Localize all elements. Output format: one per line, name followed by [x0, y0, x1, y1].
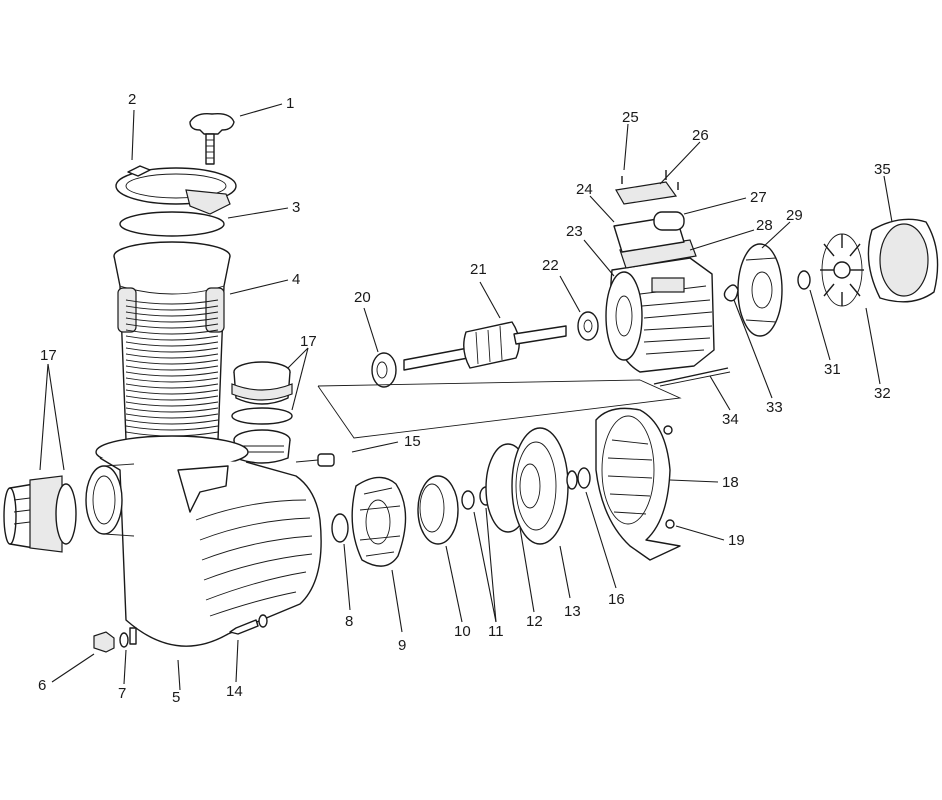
part-27-capacitor [653, 211, 685, 231]
callout-23: 23 [566, 223, 583, 240]
part-10-impeller [417, 475, 459, 545]
part-33-spring-washer [723, 284, 739, 302]
callout-8: 8 [345, 613, 353, 630]
part-32-fan [820, 233, 864, 307]
part-16-seals [566, 467, 591, 490]
callout-17-left: 17 [40, 347, 57, 364]
part-29-end-cover [737, 243, 783, 337]
callout-22: 22 [542, 257, 559, 274]
part-19-nut [663, 425, 675, 529]
basket-thread-ring [125, 329, 219, 335]
callout-34: 34 [722, 411, 739, 428]
basket-thread-ring [125, 401, 219, 407]
basket-thread-ring [125, 305, 219, 311]
callout-4: 4 [292, 271, 300, 288]
callout-14: 14 [226, 683, 243, 700]
callout-18: 18 [722, 474, 739, 491]
part-14-bolt [229, 614, 268, 635]
callout-25: 25 [622, 109, 639, 126]
part-17-union-left [3, 475, 77, 553]
callout-29: 29 [786, 207, 803, 224]
part-1-knob [189, 112, 235, 165]
part-35-fan-cover [867, 218, 939, 303]
part-9-diffuser [351, 476, 407, 567]
basket-thread-ring [125, 425, 219, 431]
basket-thread-ring [125, 353, 219, 359]
basket-thread-ring [125, 341, 219, 347]
drain-port [129, 627, 137, 645]
housing-inlet-port [85, 463, 135, 537]
part-15-plug [295, 453, 335, 467]
callout-11: 11 [488, 623, 504, 640]
part-34-tie-rod [653, 367, 731, 387]
basket-thread-lines [125, 299, 219, 437]
part-8-o-ring [331, 513, 349, 543]
part-20-bearing [371, 352, 397, 388]
callout-1: 1 [286, 95, 294, 112]
callout-9: 9 [398, 637, 406, 654]
part-31-circlip [797, 270, 811, 290]
part-5-pump-housing [95, 435, 322, 647]
basket-thread-ring [125, 359, 219, 365]
basket-thread-ring [125, 317, 219, 323]
basket-thread-ring [125, 377, 219, 383]
basket-thread-ring [125, 383, 219, 389]
callout-31: 31 [824, 361, 841, 378]
callout-20: 20 [354, 289, 371, 306]
callout-13: 13 [564, 603, 581, 620]
basket-thread-ring [125, 407, 219, 413]
callout-5: 5 [172, 689, 180, 706]
basket-thread-ring [125, 395, 219, 401]
callout-2: 2 [128, 91, 136, 108]
callout-28: 28 [756, 217, 773, 234]
part-2-lid-ring [115, 165, 237, 215]
basket-thread-ring [125, 365, 219, 371]
callout-24: 24 [576, 181, 593, 198]
basket-thread-ring [125, 389, 219, 395]
callout-26: 26 [692, 127, 709, 144]
union-left-threads [13, 497, 31, 525]
part-23-motor-housing [605, 257, 715, 373]
basket-thread-ring [125, 323, 219, 329]
callout-33: 33 [766, 399, 783, 416]
part-7-washer [119, 632, 129, 648]
callout-12: 12 [526, 613, 543, 630]
callout-17-top: 17 [300, 333, 317, 350]
part-22-bearing [577, 311, 599, 341]
basket-thread-ring [125, 371, 219, 377]
callout-35: 35 [874, 161, 891, 178]
basket-thread-ring [125, 299, 219, 305]
callout-10: 10 [454, 623, 471, 640]
callout-21: 21 [470, 261, 487, 278]
callout-6: 6 [38, 677, 46, 694]
callout-16: 16 [608, 591, 625, 608]
leader-lines [39, 103, 893, 691]
callout-27: 27 [750, 189, 767, 206]
basket-thread-ring [125, 311, 219, 317]
part-17-union-top [231, 361, 293, 464]
callout-labels: 1 2 3 4 5 6 7 8 9 10 11 12 13 14 15 16 1… [38, 91, 891, 706]
callout-32: 32 [874, 385, 891, 402]
part-3-o-ring [119, 211, 225, 237]
part-21-rotor-shaft [403, 321, 567, 371]
basket-thread-ring [125, 419, 219, 425]
basket-thread-ring [125, 335, 219, 341]
part-26-cover [615, 181, 678, 205]
assembly-frame [317, 379, 682, 439]
callout-15: 15 [404, 433, 421, 450]
part-6-drain-plug [93, 631, 115, 653]
callout-7: 7 [118, 685, 126, 702]
basket-thread-ring [125, 347, 219, 353]
basket-thread-ring [125, 413, 219, 419]
callout-3: 3 [292, 199, 300, 216]
callout-19: 19 [728, 532, 745, 549]
part-18-motor-bracket [595, 407, 681, 561]
part-13-seal-plate [511, 427, 569, 545]
